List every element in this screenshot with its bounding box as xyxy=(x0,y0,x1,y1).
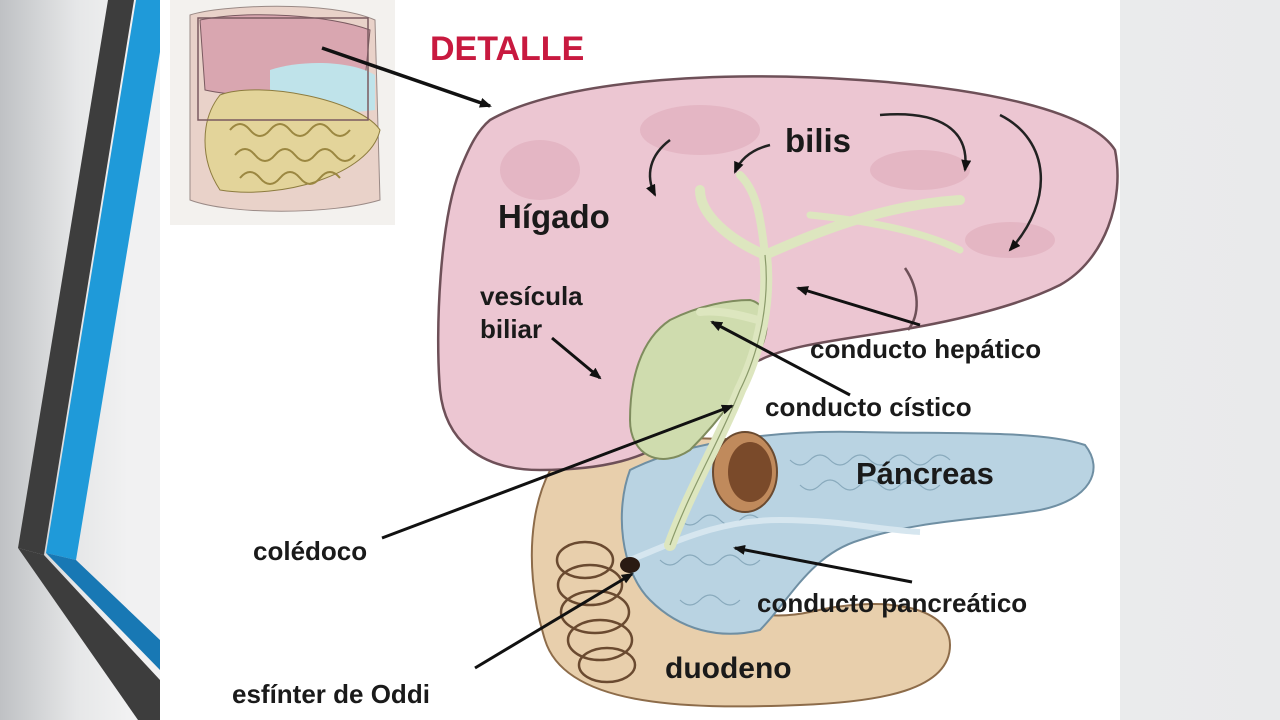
pancreas-texture xyxy=(659,454,951,606)
pointer-arrow-icon xyxy=(710,320,851,397)
liver-shading xyxy=(500,105,1055,258)
biliary-anatomy-diagram: DETALLE bilis Hígado vesícula biliar con… xyxy=(170,0,1119,709)
label-bilis: bilis xyxy=(785,122,851,159)
label-conducto-cistico: conducto cístico xyxy=(765,392,972,422)
label-higado: Hígado xyxy=(498,198,610,235)
label-pointers xyxy=(381,286,921,670)
inset-abdomen-thumbnail xyxy=(170,0,395,225)
liver-fissure xyxy=(903,267,918,331)
sphincter-opening xyxy=(620,557,640,573)
label-conducto-hepatico: conducto hepático xyxy=(810,334,1041,364)
pointer-arrow-icon xyxy=(733,544,913,584)
accent-bar-blue xyxy=(46,0,160,560)
duodenum-opening xyxy=(712,431,778,513)
pointer-arrow-icon xyxy=(474,572,634,670)
label-duodeno: duodeno xyxy=(665,652,792,685)
label-vesicula-line2: biliar xyxy=(480,314,542,344)
accent-bar-dark xyxy=(18,0,134,555)
label-coledoco: colédoco xyxy=(253,536,367,566)
pointer-arrow-icon xyxy=(796,286,921,327)
inset-to-detail-arrow xyxy=(321,46,492,108)
pointer-arrow-icon xyxy=(381,404,734,540)
label-esfinter-oddi: esfínter de Oddi xyxy=(232,679,430,709)
label-conducto-pancreatico: conducto pancreático xyxy=(757,588,1027,618)
duodenum-folds xyxy=(555,540,637,684)
bile-duct-outline xyxy=(669,254,767,546)
label-vesicula-line1: vesícula xyxy=(480,281,583,311)
figure-title: DETALLE xyxy=(430,30,584,68)
label-pancreas: Páncreas xyxy=(856,456,994,491)
accent-bar-deep-blue xyxy=(46,553,160,670)
accent-bar-dark-lower xyxy=(18,548,160,720)
pointer-arrow-icon xyxy=(551,336,602,380)
figure-panel: DETALLE bilis Hígado vesícula biliar con… xyxy=(160,0,1120,720)
slide-accent-decoration xyxy=(18,0,160,720)
bile-flow-arrows xyxy=(646,113,1042,252)
